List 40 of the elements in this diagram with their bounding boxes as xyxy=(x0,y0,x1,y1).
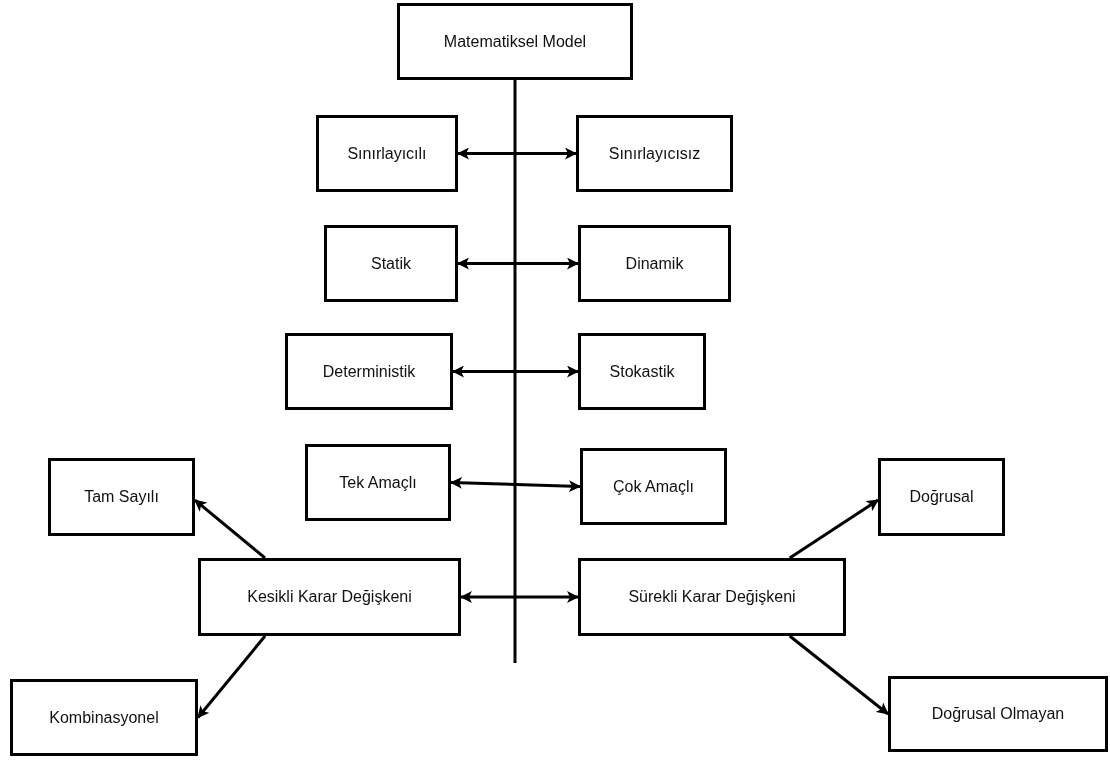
process-box xyxy=(578,333,706,410)
arrow xyxy=(788,498,879,560)
arrow xyxy=(457,257,579,270)
node-label: Dinamik xyxy=(625,254,684,273)
process-box xyxy=(198,558,461,636)
node-label: Sınırlayıcısız xyxy=(608,144,701,163)
process-box xyxy=(305,444,451,521)
process-box xyxy=(48,458,195,536)
process-box xyxy=(316,115,458,192)
process-box xyxy=(285,333,453,410)
node-label: Sınırlayıcılı xyxy=(347,144,427,163)
process-box xyxy=(324,225,458,302)
node-label: Doğrusal xyxy=(909,488,974,506)
node-label: Kombinasyonel xyxy=(49,708,159,727)
node-label: Tam Sayılı xyxy=(84,488,159,506)
arrow xyxy=(450,476,581,493)
node-label: Stokastik xyxy=(609,362,675,381)
process-box xyxy=(878,458,1005,536)
arrow xyxy=(196,635,267,719)
node-label: Sürekli Karar Değişkeni xyxy=(628,588,796,606)
process-box xyxy=(580,448,727,525)
arrow xyxy=(457,147,577,160)
process-box xyxy=(578,558,846,636)
process-box xyxy=(397,3,633,80)
process-box xyxy=(10,679,198,756)
node-label: Doğrusal Olmayan xyxy=(931,705,1065,723)
arrow xyxy=(452,365,579,378)
node-label: Deterministik xyxy=(322,362,416,381)
arrow xyxy=(194,498,267,560)
node-label: Tek Amaçlı xyxy=(339,473,417,492)
arrow xyxy=(460,591,579,603)
process-box xyxy=(578,225,731,302)
process-box xyxy=(576,115,733,192)
process-box xyxy=(888,676,1108,752)
node-label: Çok Amaçlı xyxy=(613,477,694,496)
connector-line xyxy=(513,80,517,663)
node-label: Matematiksel Model xyxy=(443,32,587,51)
arrow xyxy=(788,634,889,716)
node-label: Kesikli Karar Değişkeni xyxy=(247,588,412,606)
node-label: Statik xyxy=(371,254,411,273)
